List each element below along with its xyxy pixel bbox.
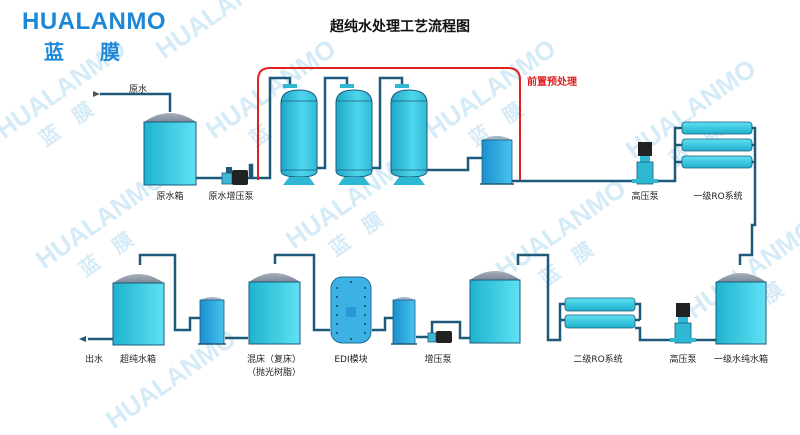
mixed-bed-tank [248,273,301,345]
logo-cn-right: 膜 [100,40,120,64]
raw-water-tank-label: 原水箱 [156,192,184,202]
booster-pump [427,331,452,343]
booster-pump-label: 增压泵 [424,355,452,365]
ro-stage2-membranes [564,297,636,329]
stage1-pure-water-tank [715,273,767,345]
high-pressure-pump-2-label: 高压泵 [669,355,697,365]
pretreatment-vessel-3 [390,84,428,185]
ultrapure-water-tank [112,274,165,346]
ro-stage1-membranes [681,121,753,169]
raw-water-in-label: 原水 [128,85,148,95]
outlet-arrow-icon [79,336,86,342]
raw-water-booster-pump-label: 原水增压泵 [208,192,254,202]
high-pressure-pump-1 [632,142,658,185]
diagram-graphics [79,67,767,346]
water-out-label: 出水 [84,355,104,365]
pipes [88,76,757,342]
raw-water-booster-pump [221,167,248,185]
edi-module [330,276,372,344]
ultrapure-tank-label: 超纯水箱 [119,355,157,365]
stage1-pure-tank-label: 一级水纯水箱 [713,355,769,365]
pretreatment-vessel-2 [335,84,373,185]
raw-water-tank [143,113,197,186]
edi-module-label: EDI模块 [334,355,368,365]
high-pressure-pump-1-label: 高压泵 [631,192,659,202]
inlet-arrow-icon [93,91,100,97]
page-title: 超纯水处理工艺流程图 [330,19,470,35]
pretreatment-boundary [257,67,521,180]
pretreatment-label: 前置预处理 [527,77,577,88]
logo-text: HUALANMO [22,8,166,35]
mixed-bed-sublabel: （抛光树脂） [246,368,302,378]
mixed-bed-label: 混床（复床） [246,355,302,365]
pretreatment-vessel-1 [280,84,318,185]
ro-stage2-label: 二级RO系统 [573,355,623,365]
intermediate-water-tank [469,271,521,344]
ro-stage1-label: 一级RO系统 [693,192,743,202]
high-pressure-pump-2 [670,303,696,344]
cartridge-filter-1 [480,136,514,185]
cartridge-filter-2 [391,297,417,345]
logo-cn-left: 蓝 [44,40,64,64]
cartridge-filter-3 [198,297,226,345]
